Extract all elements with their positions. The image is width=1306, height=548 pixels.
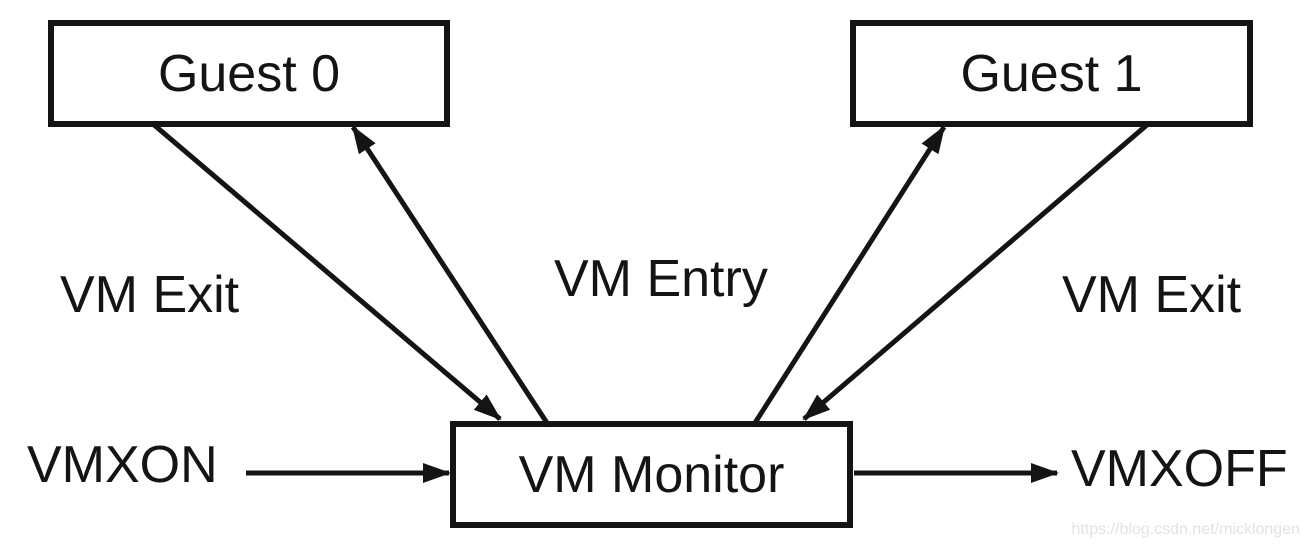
vm-monitor-box: VM Monitor (450, 421, 853, 528)
vm-exit-right-label: VM Exit (1062, 266, 1242, 324)
vmxoff-label: VMXOFF (1071, 440, 1288, 498)
guest-0-label: Guest 0 (157, 44, 341, 103)
vm-exit-left-label: VM Exit (60, 266, 240, 324)
vm-entry-left-arrow (350, 125, 552, 428)
vm-entry-label: VM Entry (554, 250, 768, 308)
vmxon-label: VMXON (27, 436, 218, 494)
vm-entry-right-arrow (750, 125, 947, 428)
guest-1-box: Guest 1 (850, 20, 1253, 127)
watermark-text: https://blog.csdn.net/micklongen (1071, 521, 1300, 538)
guest-1-label: Guest 1 (960, 44, 1143, 103)
vm-monitor-label: VM Monitor (518, 445, 785, 504)
guest-0-box: Guest 0 (48, 20, 450, 127)
